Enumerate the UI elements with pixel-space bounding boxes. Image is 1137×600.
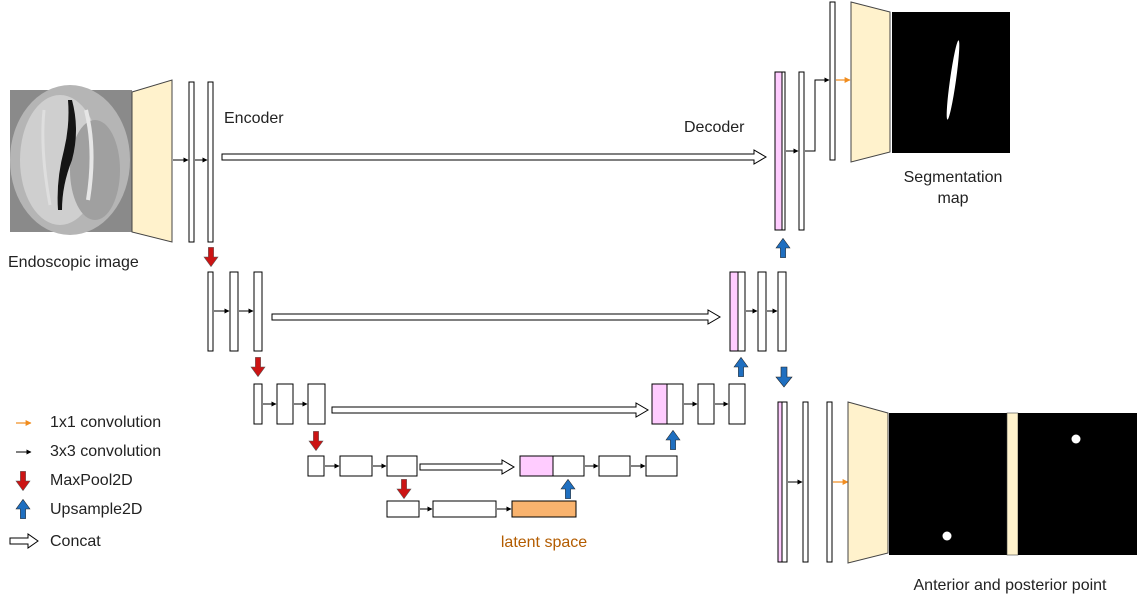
upsample-arrow-icon [733, 357, 749, 377]
seg-conv-trapezoid [850, 1, 891, 163]
point-head [777, 401, 889, 564]
decoder-level1 [774, 1, 851, 231]
decoder-level4 [519, 455, 678, 477]
maxpool-arrow-icon [203, 247, 219, 267]
legend-label: 3x3 convolution [50, 443, 161, 460]
red-down-arrow-icon [15, 471, 31, 491]
concat-arrow-level1 [221, 149, 767, 165]
point-maps [889, 412, 1137, 556]
encoder-label: Encoder [224, 110, 284, 127]
blue-up-arrow-icon [15, 499, 31, 519]
maxpool-arrow-icon [396, 479, 412, 499]
encoder-level4 [307, 455, 418, 477]
head-down-arrow-icon [775, 366, 793, 388]
concat-arrow-level3 [331, 402, 649, 418]
legend-label: 1x1 convolution [50, 414, 161, 431]
encoder-level2 [207, 271, 263, 352]
input-conv-trapezoid [131, 79, 173, 243]
upsample-arrow-icon [665, 430, 681, 450]
decoder-label: Decoder [684, 119, 745, 136]
latent-space-label: latent space [501, 534, 587, 551]
legend-label: Upsample2D [50, 501, 142, 518]
encoder-level1 [173, 81, 214, 243]
concat-arrow-level4 [419, 459, 515, 475]
maxpool-arrow-icon [250, 357, 266, 377]
decoder-level2 [729, 271, 787, 352]
input-caption: Endoscopic image [8, 254, 139, 271]
upsample-arrow-icon [560, 479, 576, 499]
point-caption: Anterior and posterior point [914, 577, 1108, 594]
upsample-arrow-icon [775, 238, 791, 258]
segmentation-map [892, 12, 1010, 153]
encoder-level3 [253, 383, 326, 425]
legend: 1x1 convolution 3x3 convolution MaxPool2… [9, 414, 161, 550]
legend-label: Concat [50, 533, 101, 550]
seg-caption-line2: map [937, 190, 968, 207]
hollow-right-arrow-icon [9, 533, 39, 549]
legend-label: MaxPool2D [50, 472, 133, 489]
seg-caption-line1: Segmentation [904, 169, 1003, 186]
decoder-level3 [651, 383, 746, 425]
maxpool-arrow-icon [308, 431, 324, 451]
bottleneck [386, 500, 577, 518]
endoscopic-image [10, 85, 132, 235]
concat-arrow-level2 [271, 309, 721, 325]
